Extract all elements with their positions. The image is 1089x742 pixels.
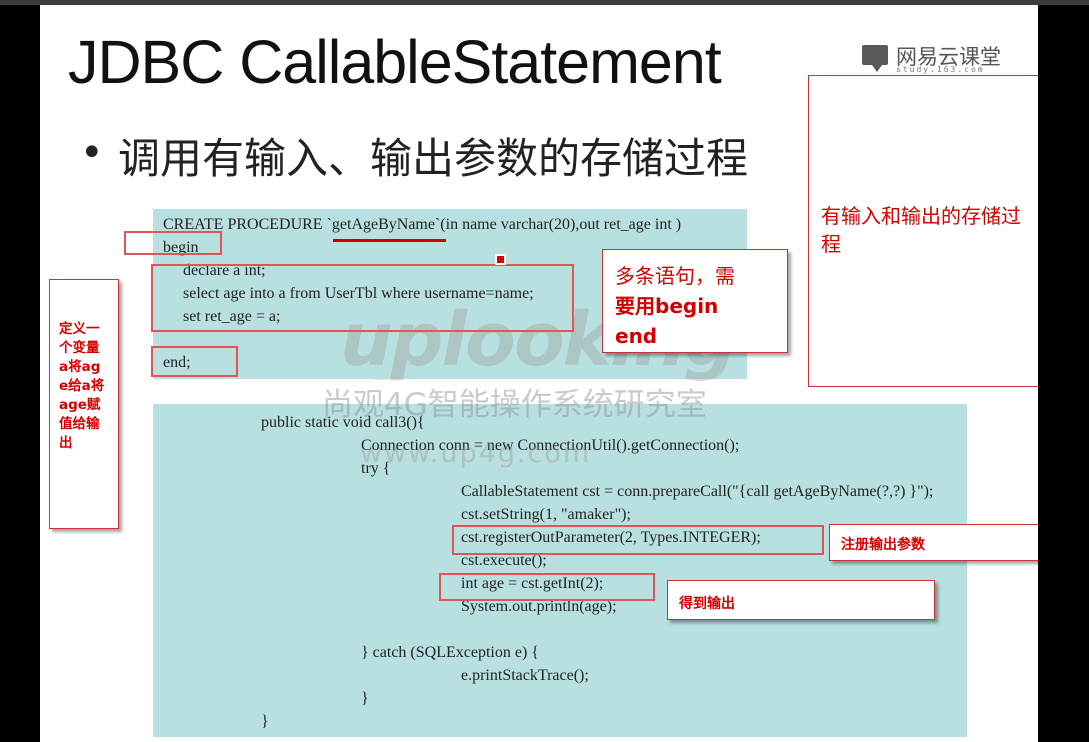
- slide-title: JDBC CallableStatement: [68, 28, 722, 96]
- callout-register-out-text: 注册输出参数: [841, 537, 925, 553]
- java-line: try {: [361, 460, 391, 477]
- slide: JDBC CallableStatement 网易云课堂 study.163.c…: [40, 5, 1038, 742]
- code-line-begin: begin: [163, 239, 199, 256]
- highlight-register-out: [452, 525, 824, 555]
- callout-define-var-text: 定义一个变量a将age给a将age赋值给输出: [59, 321, 105, 451]
- procedure-name-underline: [333, 239, 446, 242]
- annotation-pointer-dot: [497, 256, 504, 263]
- java-line: } catch (SQLException e) {: [361, 644, 539, 661]
- callout-multi-statement-line3: end: [615, 324, 658, 348]
- code-line-set: set ret_age = a;: [183, 308, 281, 325]
- logo-name: 网易云课堂: [896, 45, 1001, 69]
- java-line: cst.setString(1, "amaker");: [461, 506, 631, 523]
- code-line-end: end;: [163, 354, 191, 371]
- callout-define-var: 定义一个变量a将age给a将age赋值给输出: [49, 279, 119, 529]
- java-code-box: [153, 404, 967, 737]
- highlight-get-int: [439, 573, 655, 601]
- callout-multi-statement: 多条语句，需 要用begin end: [602, 249, 788, 353]
- callout-proc-in-out-text: 有输入和输出的存储过程: [821, 204, 1021, 256]
- callout-multi-statement-line2: 要用begin: [615, 294, 719, 318]
- logo-url: study.163.com: [896, 65, 985, 74]
- java-line: int age = cst.getInt(2);: [461, 575, 604, 592]
- highlight-body: [151, 264, 574, 332]
- callout-multi-statement-line1: 多条语句，需: [615, 264, 735, 288]
- java-line: }: [361, 690, 369, 707]
- bullet-text: 调用有输入、输出参数的存储过程: [118, 134, 749, 183]
- java-line: cst.registerOutParameter(2, Types.INTEGE…: [461, 529, 761, 546]
- java-line: }: [261, 713, 269, 730]
- highlight-begin: [124, 231, 222, 255]
- player-top-bar: [0, 0, 1089, 5]
- java-line: e.printStackTrace();: [461, 667, 589, 684]
- callout-proc-in-out: 有输入和输出的存储过程: [808, 75, 1038, 387]
- java-line: CallableStatement cst = conn.prepareCall…: [461, 483, 934, 500]
- callout-register-out: 注册输出参数: [829, 524, 1038, 561]
- java-line: Connection conn = new ConnectionUtil().g…: [361, 437, 740, 454]
- chat-bubble-icon: [862, 45, 888, 72]
- callout-get-output-text: 得到输出: [679, 596, 735, 612]
- java-line: cst.execute();: [461, 552, 547, 569]
- highlight-end: [151, 346, 238, 377]
- java-line: System.out.println(age);: [461, 598, 617, 615]
- code-line-create: CREATE PROCEDURE `getAgeByName`(in name …: [163, 216, 682, 233]
- callout-get-output: 得到输出: [667, 580, 935, 620]
- bullet-dot-icon: •: [80, 130, 104, 176]
- code-line-declare: declare a int;: [183, 262, 266, 279]
- netease-cloud-classroom-logo: 网易云课堂 study.163.com: [862, 45, 1012, 81]
- java-line: public static void call3(){: [261, 414, 425, 431]
- code-line-select: select age into a from UserTbl where use…: [183, 285, 534, 302]
